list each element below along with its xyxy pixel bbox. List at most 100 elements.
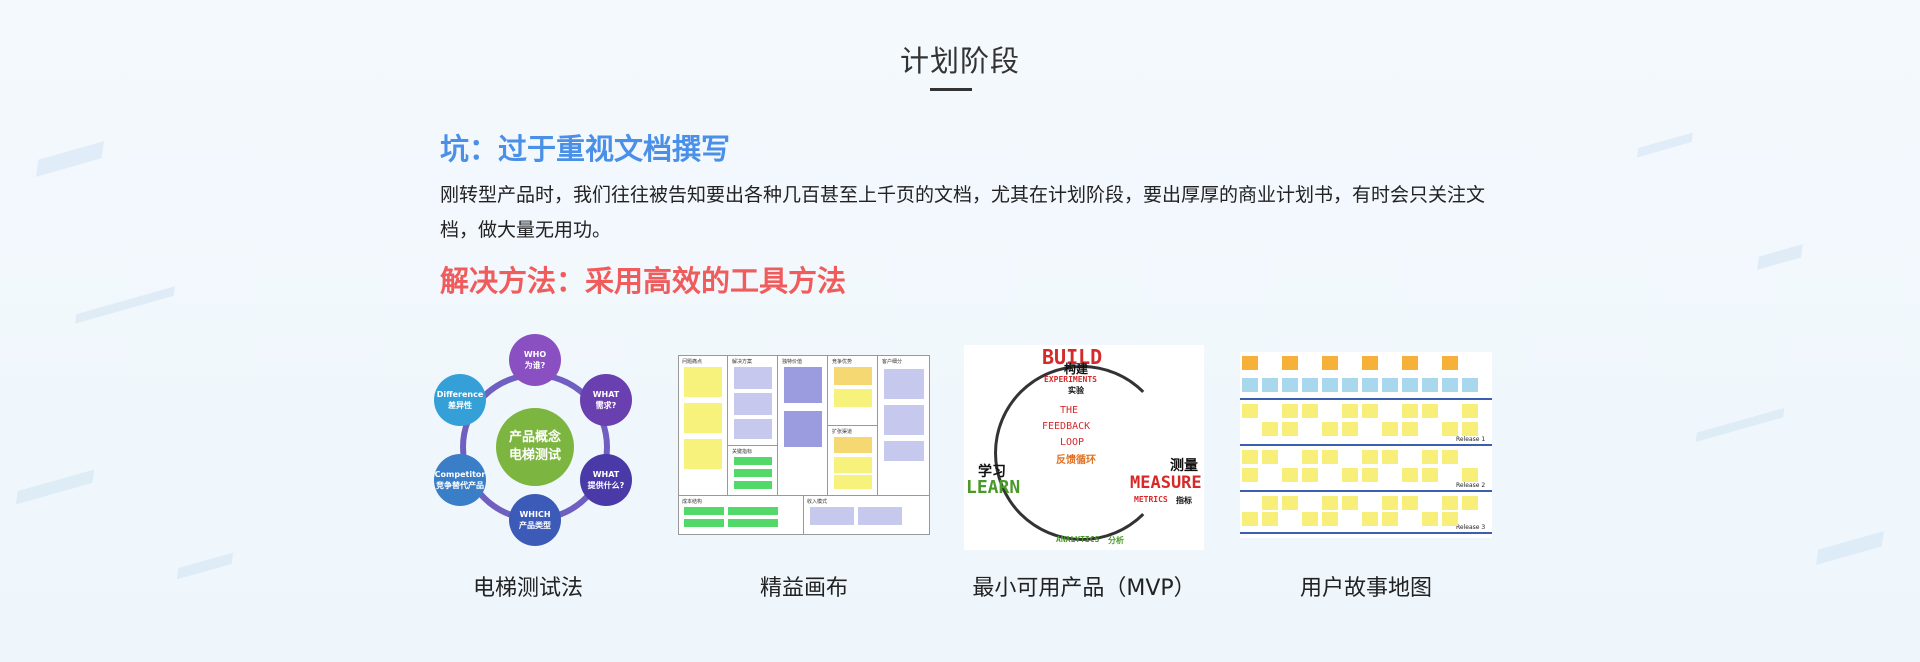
measure-label: MEASURE — [1130, 473, 1202, 493]
caption-lean-canvas: 精益画布 — [759, 576, 848, 601]
story-sticky-note — [1242, 450, 1258, 464]
learn-zh-label: 学习 — [978, 464, 1006, 480]
sticky-note — [834, 389, 872, 407]
background-shard — [1757, 244, 1803, 270]
metrics-label: METRICS — [1134, 495, 1168, 504]
story-sticky-note — [1442, 356, 1458, 370]
story-sticky-note — [1442, 496, 1458, 510]
story-sticky-note — [1342, 378, 1358, 392]
story-sticky-note — [1462, 468, 1478, 482]
background-shard — [176, 552, 234, 580]
node-zh: 为谁? — [524, 361, 546, 370]
sticky-note — [728, 519, 778, 527]
background-shard — [1695, 407, 1785, 443]
story-sticky-note — [1322, 422, 1338, 436]
experiments-label: EXPERIMENTS — [1044, 375, 1097, 384]
canvas-col — [678, 355, 728, 495]
story-map-image: Release 1 Release 2 Release 3 — [1240, 352, 1492, 538]
sticky-note — [728, 507, 778, 515]
story-sticky-note — [1302, 404, 1318, 418]
story-sticky-note — [1302, 450, 1318, 464]
analytics-label: ANALYTICS — [1056, 535, 1100, 544]
story-sticky-note — [1362, 450, 1378, 464]
node-zh: 需求? — [595, 401, 617, 410]
canvas-label: 竞争优势 — [832, 359, 853, 365]
node-en: WHAT — [592, 470, 620, 479]
mvp-image: BUILD 构建 EXPERIMENTS 实验 THE FEEDBACK LOO… — [964, 345, 1204, 550]
background-shard — [75, 286, 175, 324]
story-sticky-note — [1402, 356, 1418, 370]
node-what-need: WHAT 需求? — [580, 374, 632, 426]
release-label: Release 2 — [1456, 482, 1486, 489]
story-sticky-note — [1402, 496, 1418, 510]
story-sticky-note — [1382, 378, 1398, 392]
sticky-note — [884, 405, 924, 435]
story-sticky-note — [1242, 356, 1258, 370]
release-line — [1240, 490, 1492, 492]
center-line-1: 产品概念 — [508, 430, 561, 445]
story-sticky-note — [1382, 450, 1398, 464]
pitfall-paragraph: 刚转型产品时，我们往往被告知要出各种几百甚至上千页的文档，尤其在计划阶段，要出厚… — [440, 184, 1486, 241]
story-sticky-note — [1322, 450, 1338, 464]
story-sticky-note — [1282, 468, 1298, 482]
canvas-label: 问题痛点 — [682, 359, 703, 365]
background-shard — [1636, 132, 1694, 158]
sticky-note — [834, 437, 872, 453]
feedback-loop-circle — [994, 365, 1170, 541]
release-label: Release 3 — [1456, 524, 1486, 531]
story-sticky-note — [1242, 378, 1258, 392]
background-shard — [15, 469, 95, 505]
measure-zh-label: 测量 — [1170, 458, 1198, 474]
sticky-note — [784, 411, 822, 447]
build-zh-label: 构建 — [1064, 362, 1089, 376]
story-sticky-note — [1462, 496, 1478, 510]
node-zh: 提供什么? — [587, 481, 625, 490]
canvas-frame — [678, 355, 930, 535]
sticky-note — [810, 507, 854, 525]
sticky-note — [684, 439, 722, 469]
story-sticky-note — [1362, 356, 1378, 370]
story-sticky-note — [1462, 404, 1478, 418]
canvas-divider — [803, 495, 804, 535]
canvas-divider — [678, 495, 930, 496]
story-sticky-note — [1242, 404, 1258, 418]
sticky-note — [684, 367, 722, 397]
sticky-note — [884, 369, 924, 399]
canvas-label: 扩张渠道 — [832, 429, 853, 435]
story-sticky-note — [1402, 422, 1418, 436]
story-sticky-note — [1362, 512, 1378, 526]
canvas-label: 客户细分 — [882, 359, 903, 365]
sticky-note — [734, 367, 772, 389]
story-sticky-note — [1322, 512, 1338, 526]
node-zh: 产品类型 — [519, 521, 551, 530]
node-zh: 差异性 — [448, 401, 472, 410]
story-sticky-note — [1282, 356, 1298, 370]
story-sticky-note — [1342, 496, 1358, 510]
center-zh-label: 反馈循环 — [1056, 455, 1096, 466]
node-which: WHICH 产品类型 — [509, 494, 561, 546]
story-sticky-note — [1382, 422, 1398, 436]
canvas-divider — [828, 425, 878, 426]
release-line — [1240, 444, 1492, 446]
story-sticky-note — [1442, 512, 1458, 526]
story-sticky-note — [1242, 468, 1258, 482]
node-en: WHICH — [519, 510, 551, 519]
story-sticky-note — [1442, 450, 1458, 464]
node-who: WHO 为谁? — [509, 334, 561, 386]
story-sticky-note — [1282, 404, 1298, 418]
story-sticky-note — [1322, 378, 1338, 392]
story-sticky-note — [1422, 468, 1438, 482]
sticky-note — [734, 393, 772, 415]
story-sticky-note — [1462, 422, 1478, 436]
story-sticky-note — [1382, 496, 1398, 510]
story-sticky-note — [1342, 422, 1358, 436]
sticky-note — [858, 507, 902, 525]
sticky-note — [834, 367, 872, 385]
story-sticky-note — [1422, 378, 1438, 392]
caption-mvp: 最小可用产品（MVP） — [972, 576, 1196, 601]
story-sticky-note — [1422, 450, 1438, 464]
sticky-note — [834, 475, 872, 489]
background-shard — [1816, 531, 1884, 565]
solution-heading: 解决方法：采用高效的工具方法 — [440, 264, 847, 298]
story-sticky-note — [1242, 512, 1258, 526]
